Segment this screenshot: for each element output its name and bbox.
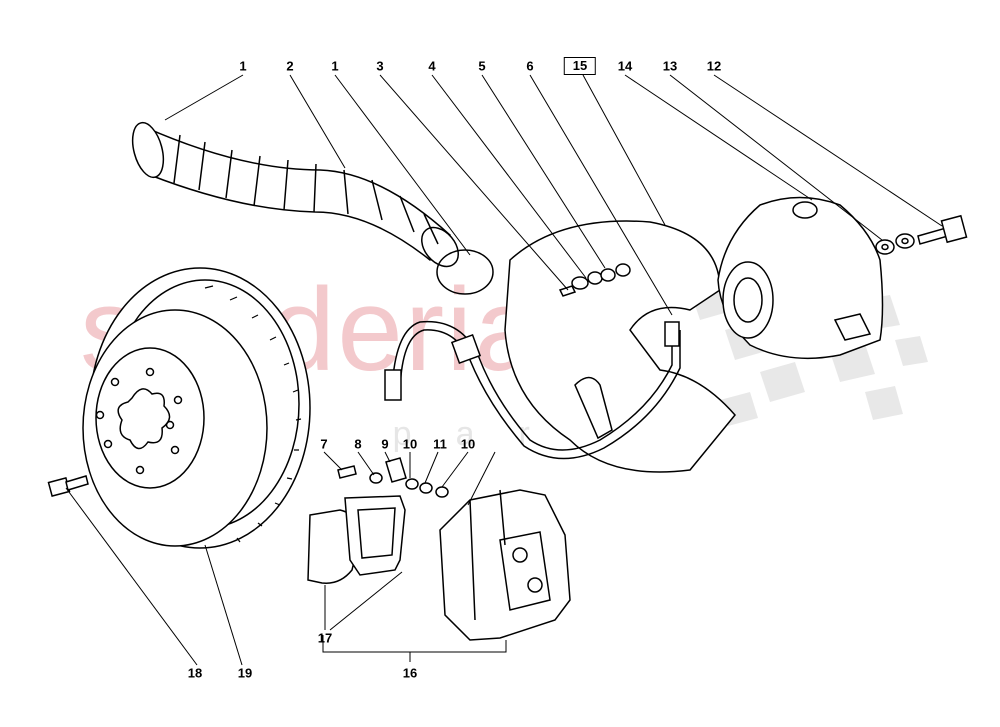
wheel-bolt — [47, 475, 89, 498]
callout-2: 2 — [286, 58, 294, 74]
callout-14: 14 — [617, 58, 633, 74]
callout-16: 16 — [402, 665, 418, 681]
leader-lines — [65, 74, 943, 666]
callout-4: 4 — [428, 58, 436, 74]
brake-splash-shield — [504, 220, 736, 473]
callout-12: 12 — [706, 58, 722, 74]
callout-19: 19 — [237, 665, 253, 681]
callout-6: 6 — [526, 58, 534, 74]
callout-8: 8 — [354, 436, 362, 452]
callout-18: 18 — [187, 665, 203, 681]
brake-hose — [384, 320, 681, 460]
washers-and-bolt — [875, 214, 968, 255]
steering-knuckle — [717, 196, 884, 360]
callout-17: 17 — [317, 630, 333, 646]
callout-7: 7 — [320, 436, 328, 452]
callout-10a: 10 — [402, 436, 418, 452]
callout-5: 5 — [478, 58, 486, 74]
callout-3: 3 — [376, 58, 384, 74]
callout-13: 13 — [662, 58, 678, 74]
brake-disc-rotor — [82, 267, 311, 549]
brake-pads — [307, 495, 406, 584]
callout-11: 11 — [433, 436, 447, 452]
callout-1b: 1 — [331, 58, 339, 74]
brake-cooling-duct — [131, 121, 494, 295]
bleed-fittings — [337, 457, 449, 498]
callout-1a: 1 — [239, 58, 247, 74]
brake-caliper — [439, 489, 571, 641]
callout-15: 15 — [563, 57, 597, 75]
callout-10b: 10 — [460, 436, 476, 452]
callout-9: 9 — [381, 436, 389, 452]
